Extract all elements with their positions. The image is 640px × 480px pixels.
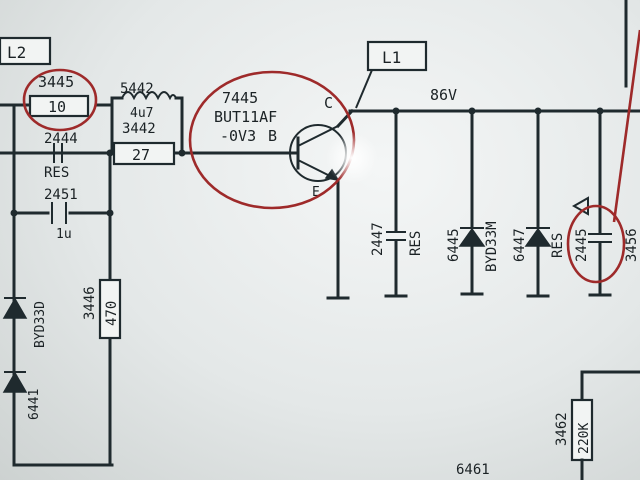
l5442-value: 4u7 bbox=[130, 106, 153, 121]
pin-b-label: B bbox=[268, 127, 277, 145]
c2451-ref: 2451 bbox=[44, 187, 78, 203]
r3445-value: 10 bbox=[48, 98, 66, 116]
l2-tag-box bbox=[0, 36, 52, 66]
junction-dot bbox=[534, 107, 542, 115]
r3442-value: 27 bbox=[132, 146, 150, 164]
d-left-symbol bbox=[2, 297, 28, 319]
l1-tag: L1 bbox=[382, 48, 401, 67]
junction-dot bbox=[392, 107, 400, 115]
r3442-body bbox=[112, 141, 176, 166]
junction-dot bbox=[106, 209, 114, 217]
d6447-value: RES bbox=[550, 233, 566, 258]
camera-flash-glare bbox=[326, 132, 378, 184]
pin-e-label: E bbox=[312, 185, 320, 200]
junction-dot bbox=[106, 149, 114, 157]
l1-tag-box bbox=[366, 40, 428, 72]
r3446-ref: 3446 bbox=[82, 286, 98, 320]
d-left2-ref: 6441 bbox=[27, 389, 42, 420]
r3462-value: 220K bbox=[577, 423, 592, 454]
d6445-symbol bbox=[458, 227, 486, 247]
c2447-value: RES bbox=[408, 231, 424, 256]
d6447-ref: 6447 bbox=[512, 228, 528, 262]
c2445-warning-triangle bbox=[571, 196, 589, 216]
junction-dot bbox=[596, 107, 604, 115]
c2445-ref: 2445 bbox=[574, 228, 590, 262]
r3446-body bbox=[98, 278, 122, 340]
d-left-type: BYD33D bbox=[33, 301, 48, 348]
rail-voltage-label: 86V bbox=[430, 86, 457, 104]
r3462-ref: 3462 bbox=[554, 412, 570, 446]
r3446-value: 470 bbox=[104, 301, 120, 326]
r3442-ref: 3442 bbox=[122, 121, 156, 137]
collector-wire bbox=[335, 108, 355, 129]
d6445-type: BYD33M bbox=[484, 221, 500, 272]
r3445-body bbox=[28, 94, 90, 118]
right-ref-a: 3456 bbox=[624, 228, 640, 262]
q7445-collector-lead bbox=[297, 125, 339, 147]
l5442-coil bbox=[121, 91, 177, 101]
c2451-value: 1u bbox=[56, 227, 72, 242]
junction-dot bbox=[10, 209, 18, 217]
annotation-red-line bbox=[612, 29, 640, 223]
pin-c-label: C bbox=[324, 94, 333, 112]
q7445-type: BUT11AF bbox=[214, 108, 277, 126]
l1-pointer bbox=[355, 69, 373, 109]
bottom-ref: 6461 bbox=[456, 462, 490, 478]
junction-dot bbox=[178, 149, 186, 157]
l2-tag: L2 bbox=[7, 43, 26, 62]
junction-dot bbox=[468, 107, 476, 115]
q7445-node: -0V3 bbox=[220, 127, 256, 145]
c2447-ref: 2447 bbox=[370, 222, 386, 256]
d6447-symbol bbox=[524, 227, 552, 247]
d-left2-symbol bbox=[2, 371, 28, 393]
r3445-highlight-circle bbox=[22, 68, 98, 132]
r3445-ref: 3445 bbox=[38, 73, 74, 91]
q7445-ref: 7445 bbox=[222, 89, 258, 107]
d6445-ref: 6445 bbox=[446, 228, 462, 262]
l5442-ref: 5442 bbox=[120, 81, 154, 97]
c2445-highlight-circle bbox=[566, 204, 626, 284]
c2444-ref: 2444 bbox=[44, 131, 78, 147]
c2444-value: RES bbox=[44, 165, 69, 181]
